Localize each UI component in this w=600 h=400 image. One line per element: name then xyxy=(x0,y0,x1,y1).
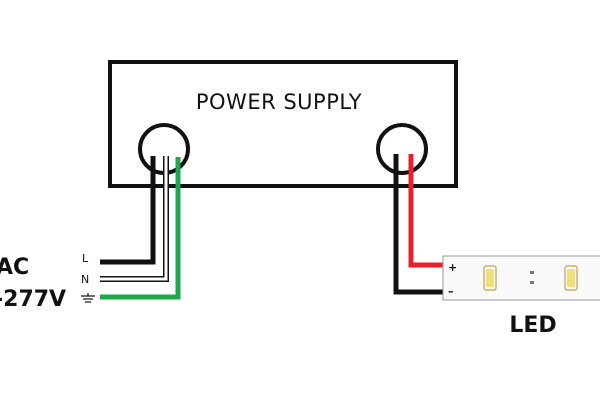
negative-symbol: – xyxy=(448,285,454,298)
neutral-wire xyxy=(100,156,168,281)
led-chip xyxy=(564,265,578,291)
strip-component xyxy=(530,271,534,284)
positive-symbol: + xyxy=(448,261,457,274)
ground-wire xyxy=(100,157,181,300)
terminal-label-neutral: N xyxy=(81,273,89,286)
led-chip xyxy=(483,265,497,291)
line-wire xyxy=(100,156,156,265)
output-terminal-circle xyxy=(376,123,428,175)
ground-symbol-icon xyxy=(81,293,95,303)
positive-wire xyxy=(408,154,444,268)
terminal-label-line: L xyxy=(82,252,89,265)
negative-wire xyxy=(393,154,444,295)
led-label: LED xyxy=(509,313,556,338)
input-voltage-line1: AC xyxy=(0,255,29,280)
input-voltage-line2: -277V xyxy=(0,287,66,312)
power-supply-title: POWER SUPPLY xyxy=(196,90,362,114)
